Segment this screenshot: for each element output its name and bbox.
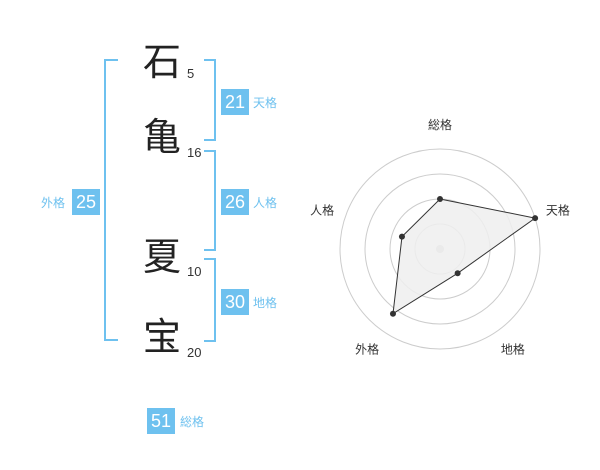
radar-data-area [392,198,537,315]
tenkaku-label: 天格 [253,96,278,110]
radar-axis-label-5: 人格 [310,203,334,218]
tenkaku-value: 21 [221,89,249,115]
radar-grid-ring-4 [339,148,541,350]
name-char-3: 夏 [142,235,181,279]
chikaku-bracket [204,258,216,342]
jinkaku-value: 26 [221,189,249,215]
jinkaku-bracket [204,150,216,251]
name-char-2: 亀 [142,115,181,159]
radar-point-3 [454,270,461,277]
stroke-count-2: 16 [187,145,202,160]
gaikaku-bracket [104,59,118,341]
radar-axis-label-3: 地格 [501,341,525,356]
radar-point-5 [398,233,405,240]
stroke-count-4: 20 [187,345,202,360]
radar-axis-label-2: 天格 [546,203,570,218]
gaikaku-label: 外格 [41,196,66,210]
radar-point-1 [437,196,443,202]
radar-axis-label-4: 外格 [355,341,379,356]
gaikaku-value: 25 [72,189,100,215]
radar-grid-ring-3 [364,173,516,325]
soukaku-value: 51 [147,408,175,434]
name-char-1: 石 [142,40,181,84]
chikaku-value: 30 [221,289,249,315]
soukaku-label: 総格 [180,415,205,429]
radar-point-4 [389,310,396,317]
radar-axis-label-1: 総格 [428,117,452,132]
jinkaku-label: 人格 [253,196,278,210]
stroke-count-3: 10 [187,264,202,279]
tenkaku-bracket [204,59,216,141]
chikaku-label: 地格 [253,296,278,310]
stroke-count-1: 5 [187,66,195,81]
name-char-4: 宝 [142,315,181,359]
radar-point-2 [532,215,539,222]
